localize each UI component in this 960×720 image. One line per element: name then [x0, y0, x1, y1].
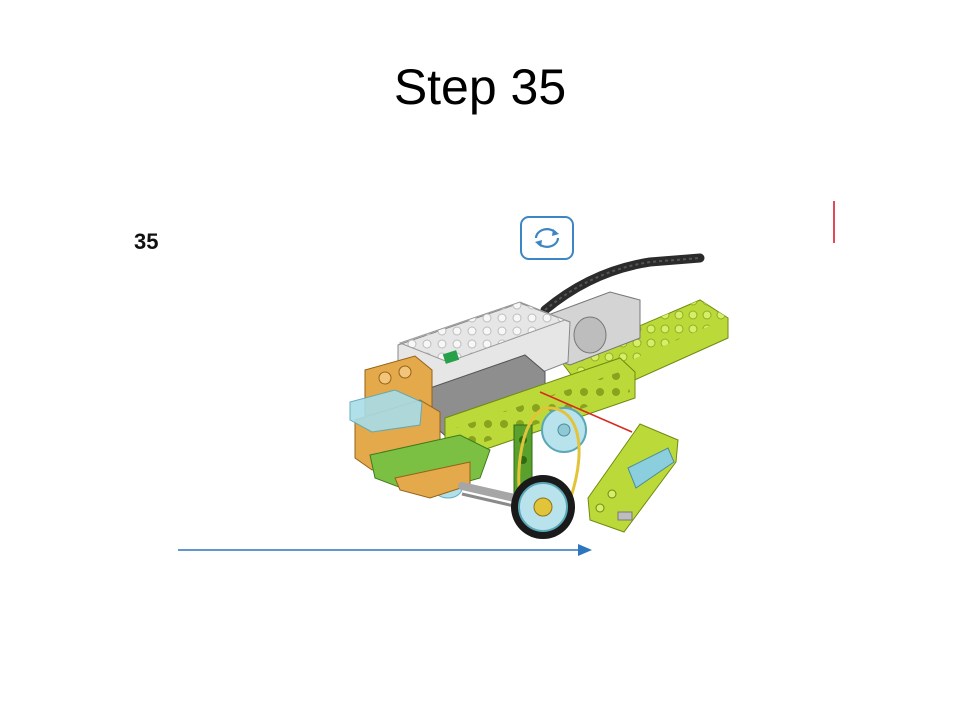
wheel: [511, 475, 575, 539]
step-number: 35: [134, 229, 159, 254]
direction-arrow: [178, 544, 592, 556]
tilt-sensor: [587, 423, 679, 533]
upper-pulley: [541, 407, 587, 453]
red-edge-marker: [833, 201, 835, 243]
rotate-model-icon[interactable]: [520, 216, 574, 260]
slide-title: Step 35: [393, 59, 567, 115]
smarthub: [397, 301, 571, 411]
red-guide-line: [539, 391, 633, 433]
